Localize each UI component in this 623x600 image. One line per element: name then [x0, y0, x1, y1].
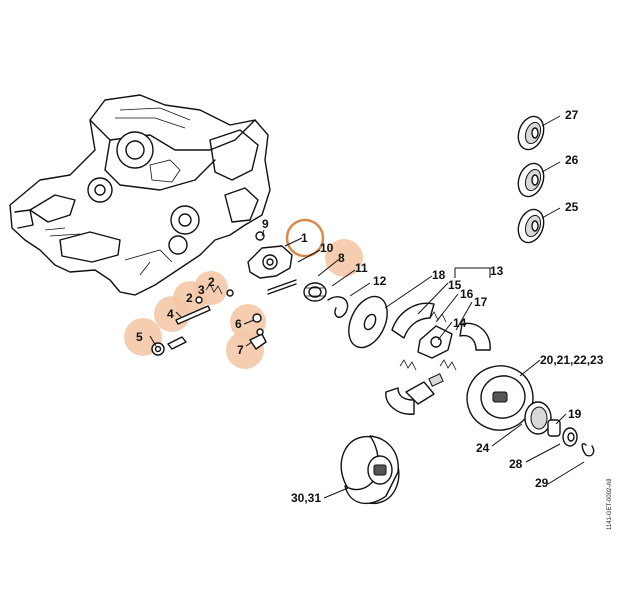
- label-part-6[interactable]: 6: [235, 317, 242, 331]
- label-part-10[interactable]: 10: [320, 241, 334, 255]
- label-part-2b[interactable]: 2: [186, 291, 193, 305]
- marker-part-1[interactable]: [285, 218, 325, 258]
- part-labels: 27 26 25 9 1 10 8 11 12 18 13 15 16 17 1…: [136, 108, 604, 505]
- label-part-20-23[interactable]: 20,21,22,23: [540, 353, 604, 367]
- marker-part-8[interactable]: [325, 239, 363, 277]
- label-part-13[interactable]: 13: [490, 264, 504, 278]
- label-part-18[interactable]: 18: [432, 268, 446, 282]
- drawing-code: 1141-GET-0002-A9: [607, 478, 613, 530]
- label-part-7[interactable]: 7: [237, 343, 244, 357]
- label-part-28[interactable]: 28: [509, 457, 523, 471]
- sprocket-parts: [340, 115, 595, 505]
- oil-pump-parts: [151, 231, 349, 356]
- label-part-4[interactable]: 4: [167, 307, 174, 321]
- label-part-26[interactable]: 26: [565, 153, 579, 167]
- label-part-14[interactable]: 14: [453, 316, 467, 330]
- label-part-25[interactable]: 25: [565, 200, 579, 214]
- label-part-5[interactable]: 5: [136, 330, 143, 344]
- label-part-24[interactable]: 24: [476, 441, 490, 455]
- label-part-27[interactable]: 27: [565, 108, 579, 122]
- label-part-29[interactable]: 29: [535, 476, 549, 490]
- label-part-17[interactable]: 17: [474, 295, 488, 309]
- label-part-2a[interactable]: 2: [208, 275, 215, 289]
- label-part-15[interactable]: 15: [448, 278, 462, 292]
- label-part-1[interactable]: 1: [301, 231, 308, 245]
- label-part-12[interactable]: 12: [373, 274, 387, 288]
- leader-lines: [149, 115, 585, 499]
- label-part-9[interactable]: 9: [262, 217, 269, 231]
- label-part-8[interactable]: 8: [338, 251, 345, 265]
- label-part-11[interactable]: 11: [355, 261, 368, 275]
- clutch-parts: [348, 295, 491, 415]
- label-part-30-31[interactable]: 30,31: [291, 491, 321, 505]
- label-part-3[interactable]: 3: [198, 283, 205, 297]
- engine-housing-drawing: [9, 94, 271, 296]
- label-part-16[interactable]: 16: [460, 287, 474, 301]
- label-part-19[interactable]: 19: [568, 407, 582, 421]
